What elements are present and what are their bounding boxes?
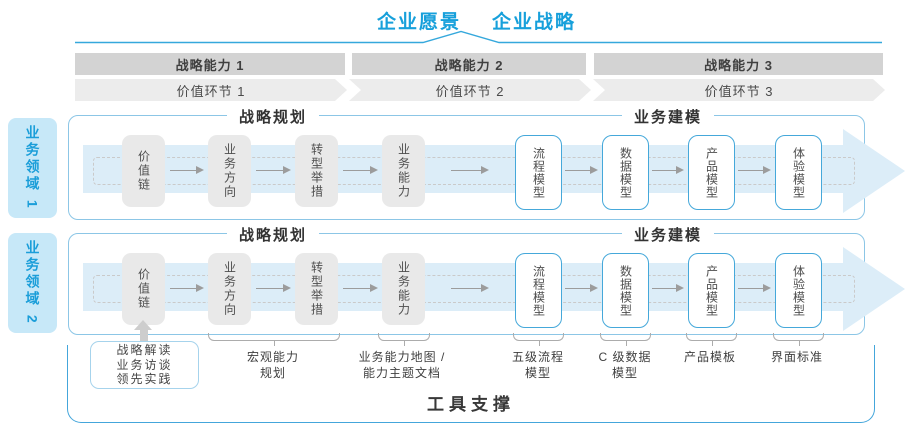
row1-planning-header: 战略规划 xyxy=(226,106,320,127)
row2-box-transformation: 转型举措 xyxy=(295,253,338,325)
domain-label-1: 业务领域 1 xyxy=(8,118,57,218)
inputs-line-2: 业务访谈 xyxy=(116,357,173,372)
flow-arrow-icon xyxy=(738,166,771,175)
row2-planning-header: 战略规划 xyxy=(226,224,320,245)
value-chain-band-3: 价值环节 3 xyxy=(593,79,885,101)
inputs-line-1: 战略解读 xyxy=(116,343,173,358)
flow-arrow-icon xyxy=(170,284,204,293)
brace-icon xyxy=(686,333,737,346)
deliverable-macro-capability: 宏观能力 规划 xyxy=(246,350,300,380)
flow-arrow-icon xyxy=(451,166,489,175)
row1-box-process-model: 流程模型 xyxy=(515,135,562,210)
flow-arrow-icon xyxy=(652,284,684,293)
brace-icon xyxy=(378,333,430,346)
up-arrow-icon xyxy=(134,320,153,341)
brace-icon xyxy=(208,333,340,346)
flow-arrow-icon xyxy=(565,284,598,293)
brace-icon xyxy=(773,333,824,346)
row1-box-biz-direction: 业务方向 xyxy=(208,135,251,207)
row1-box-experience-model: 体验模型 xyxy=(775,135,822,210)
dashed-track xyxy=(93,157,855,185)
flow-arrow-icon xyxy=(343,284,378,293)
value-chain-band-2: 价值环节 2 xyxy=(349,79,591,101)
row2-box-value-chain: 价值链 xyxy=(122,253,165,325)
brace-icon xyxy=(600,333,651,346)
capability-band-2: 战略能力 2 xyxy=(352,53,586,75)
row2-box-process-model: 流程模型 xyxy=(515,253,562,328)
enterprise-vision-title: 企业愿景 xyxy=(377,12,462,33)
row1-box-biz-capability: 业务能力 xyxy=(382,135,425,207)
row2-box-biz-direction: 业务方向 xyxy=(208,253,251,325)
brace-icon xyxy=(513,333,564,346)
row1-box-data-model: 数据模型 xyxy=(602,135,649,210)
flow-arrow-icon xyxy=(256,284,291,293)
row2-box-data-model: 数据模型 xyxy=(602,253,649,328)
enterprise-strategy-title: 企业战略 xyxy=(492,12,577,33)
deliverable-data-model: C 级数据 模型 xyxy=(598,350,652,380)
dashed-track xyxy=(93,275,855,303)
row2-box-experience-model: 体验模型 xyxy=(775,253,822,328)
flow-arrow-icon xyxy=(343,166,378,175)
strategy-inputs-box: 战略解读 业务访谈 领先实践 xyxy=(90,341,199,389)
capability-band-3: 战略能力 3 xyxy=(594,53,883,75)
value-chain-band-1: 价值环节 1 xyxy=(75,79,347,101)
deliverable-product-template: 产品模板 xyxy=(683,350,737,364)
row2-box-biz-capability: 业务能力 xyxy=(382,253,425,325)
row2-modeling-header: 业务建模 xyxy=(621,224,715,245)
capability-band-1: 战略能力 1 xyxy=(75,53,345,75)
title-underline-caret-icon xyxy=(75,30,882,44)
row1-box-transformation: 转型举措 xyxy=(295,135,338,207)
row2-box-product-model: 产品模型 xyxy=(688,253,735,328)
domain-label-2: 业务领域 2 xyxy=(8,233,57,333)
deliverable-ui-standard: 界面标准 xyxy=(770,350,824,364)
flow-arrow-icon xyxy=(738,284,771,293)
tool-support-container: 工具支撑 xyxy=(67,345,875,423)
row1-box-product-model: 产品模型 xyxy=(688,135,735,210)
tool-support-label: 工具支撑 xyxy=(427,395,515,414)
inputs-line-3: 领先实践 xyxy=(116,372,173,387)
flow-arrow-icon xyxy=(170,166,204,175)
flow-arrow-icon xyxy=(451,284,489,293)
deliverable-capability-map: 业务能力地图 / 能力主题文档 xyxy=(358,350,446,380)
row1-box-value-chain: 价值链 xyxy=(122,135,165,207)
flow-arrow-icon xyxy=(256,166,291,175)
deliverable-process-model: 五级流程 模型 xyxy=(511,350,565,380)
flow-arrow-icon xyxy=(652,166,684,175)
row1-modeling-header: 业务建模 xyxy=(621,106,715,127)
flow-arrow-icon xyxy=(565,166,598,175)
